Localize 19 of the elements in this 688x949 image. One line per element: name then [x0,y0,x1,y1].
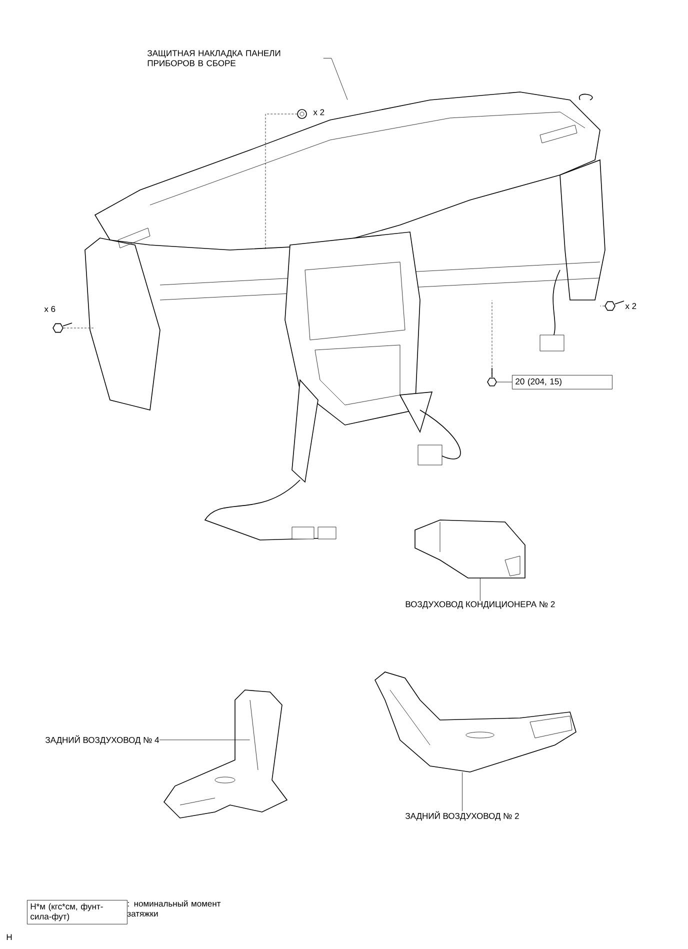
quantity-label: x 2 [313,109,324,116]
part-label: ЗАЩИТНАЯ НАКЛАДКА ПАНЕЛИ ПРИБОРОВ В СБОРЕ [147,50,280,66]
bolt-icon [604,300,624,311]
duct-drawing [374,672,576,772]
bolt-icon [52,322,72,333]
quantity-label: x 2 [625,303,636,309]
part-label: ЗАДНИЙ ВОЗДУХОВОД № 4 [45,735,160,745]
part-label: ЗАДНИЙ ВОЗДУХОВОД № 2 [405,811,519,821]
dashed-line [265,114,298,250]
torque-box: 20 (204, 15) [512,375,612,390]
note-text: : номинальный момент затяжки [127,900,221,917]
quantity-label: x 6 [44,306,56,312]
part-label: ВОЗДУХОВОД КОНДИЦИОНЕРА № 2 [406,601,555,609]
dashboard-drawing [84,92,606,540]
page-letter: H [6,934,12,940]
unit-box: Н*м (кгс*см, фунт-сила-фут) [27,900,128,924]
leader-line [323,58,348,100]
duct-drawing [163,690,288,818]
duct-drawing [414,520,526,578]
